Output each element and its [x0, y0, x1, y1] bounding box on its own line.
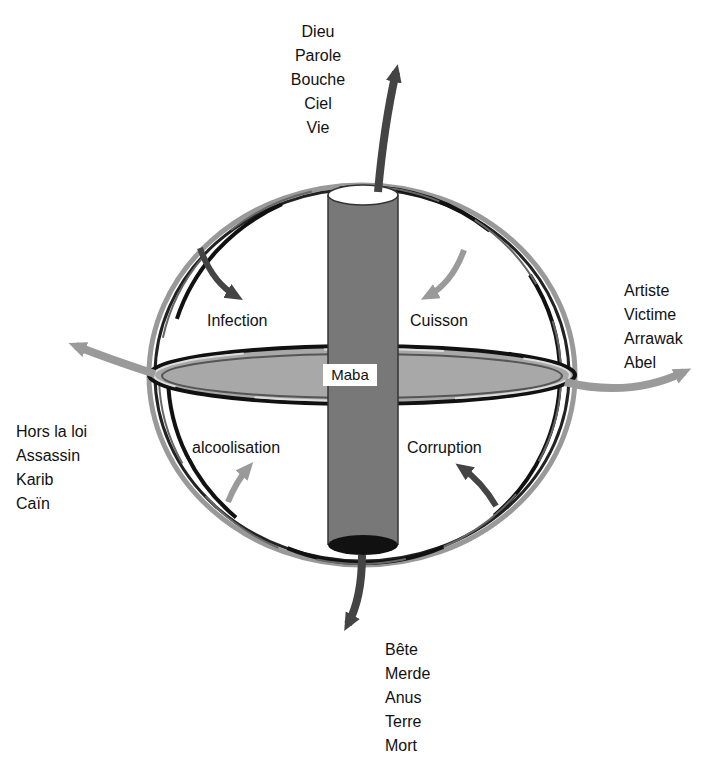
word-label: Merde	[383, 664, 432, 684]
word-label: Arrawak	[622, 329, 685, 349]
word-label: Parole	[293, 46, 343, 66]
word-label: Victime	[622, 305, 678, 325]
word-label: Bouche	[289, 70, 347, 90]
word-label: Vie	[305, 118, 332, 138]
word-label: Anus	[383, 688, 423, 708]
word-label: Infection	[205, 311, 269, 331]
word-label: Ciel	[302, 94, 334, 114]
word-label: Assassin	[14, 446, 82, 466]
word-label: Artiste	[622, 281, 671, 301]
center-box: Maba	[323, 364, 377, 386]
word-label: Karib	[14, 470, 55, 490]
word-label: alcoolisation	[190, 438, 282, 458]
word-label: Bête	[383, 640, 420, 660]
center-label: Maba	[331, 366, 369, 383]
word-label: Terre	[383, 712, 423, 732]
word-label: Corruption	[405, 438, 484, 458]
word-label: Hors la loi	[14, 422, 89, 442]
word-label: Dieu	[300, 22, 337, 42]
word-label: Cuisson	[408, 311, 470, 331]
word-label: Caïn	[14, 494, 52, 514]
word-label: Abel	[622, 353, 658, 373]
word-label: Mort	[383, 736, 419, 756]
